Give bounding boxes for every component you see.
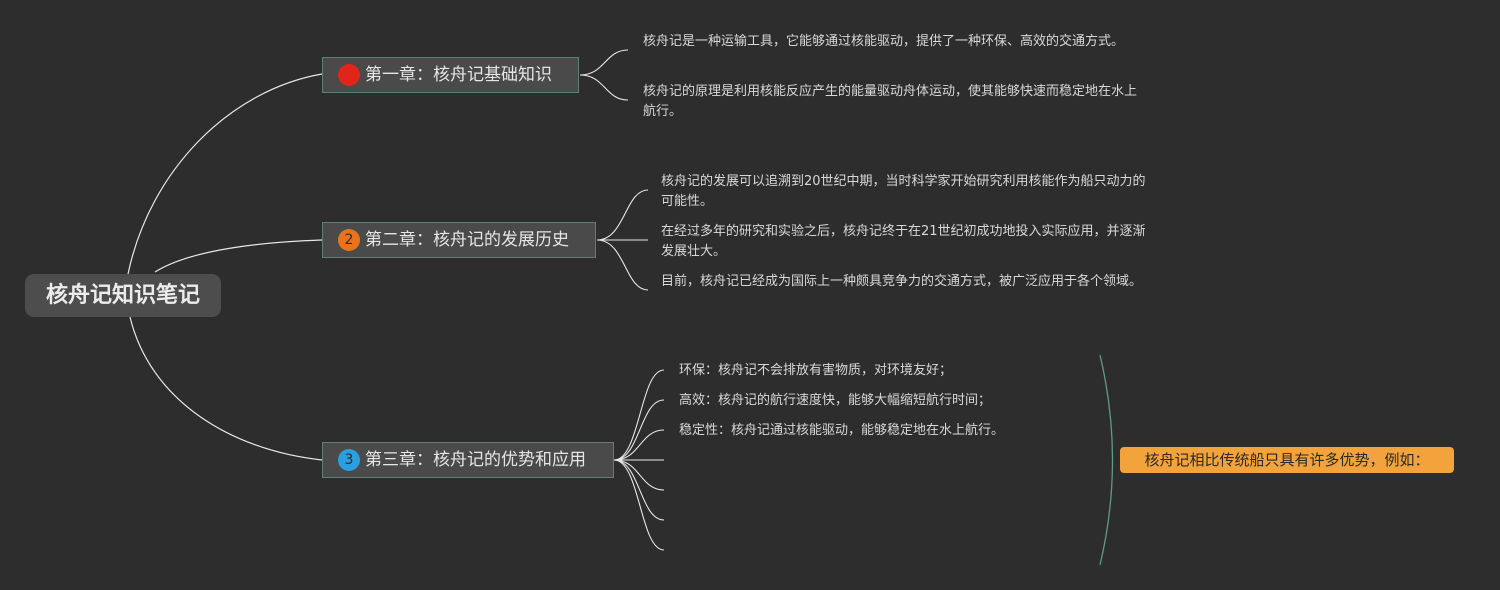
chapter-2-topic[interactable]: 2 第二章：核舟记的发展历史 [322, 222, 596, 258]
chapter-1-number-badge: 1 [338, 64, 360, 86]
root-topic[interactable]: 核舟记知识笔记 [25, 274, 221, 317]
chapter-1-leaf-2[interactable]: 核舟记的原理是利用核能反应产生的能量驱动舟体运动，使其能够快速而稳定地在水上航行… [643, 84, 1138, 119]
chapter-3-title: 第三章：核舟记的优势和应用 [365, 449, 586, 470]
chapter-2-leaf-3[interactable]: 目前，核舟记已经成为国际上一种颇具竞争力的交通方式，被广泛应用于各个领域。 [661, 274, 1143, 289]
chapter-3-leaf-2[interactable]: 高效：核舟记的航行速度快，能够大幅缩短航行时间； [679, 393, 992, 408]
chapter-1-leaf-1[interactable]: 核舟记是一种运输工具，它能够通过核能驱动，提供了一种环保、高效的交通方式。 [643, 34, 1125, 49]
chapter-2-leaf-1[interactable]: 核舟记的发展可以追溯到20世纪中期，当时科学家开始研究利用核能作为船只动力的可能… [661, 174, 1146, 209]
summary-callout-text: 核舟记相比传统船只具有许多优势，例如： [1144, 451, 1430, 469]
root-title: 核舟记知识笔记 [45, 283, 200, 308]
chapter-2-leaf-2[interactable]: 在经过多年的研究和实验之后，核舟记终于在21世纪初成功地投入实际应用，并逐渐发展… [661, 224, 1146, 259]
summary-callout[interactable]: 核舟记相比传统船只具有许多优势，例如： [1120, 447, 1454, 473]
chapter-3-leaf-3[interactable]: 稳定性：核舟记通过核能驱动，能够稳定地在水上航行。 [679, 423, 1005, 438]
chapter-2-number-badge: 2 [338, 229, 360, 251]
chapter-1-title: 第一章：核舟记基础知识 [365, 64, 552, 85]
chapter-2-title: 第二章：核舟记的发展历史 [365, 229, 569, 250]
chapter-3-number-badge: 3 [338, 449, 360, 471]
chapter-3-leaf-1[interactable]: 环保：核舟记不会排放有害物质，对环境友好； [679, 363, 953, 378]
chapter-3-topic[interactable]: 3 第三章：核舟记的优势和应用 [322, 442, 614, 478]
chapter-1-topic[interactable]: 1 第一章：核舟记基础知识 [322, 57, 579, 93]
